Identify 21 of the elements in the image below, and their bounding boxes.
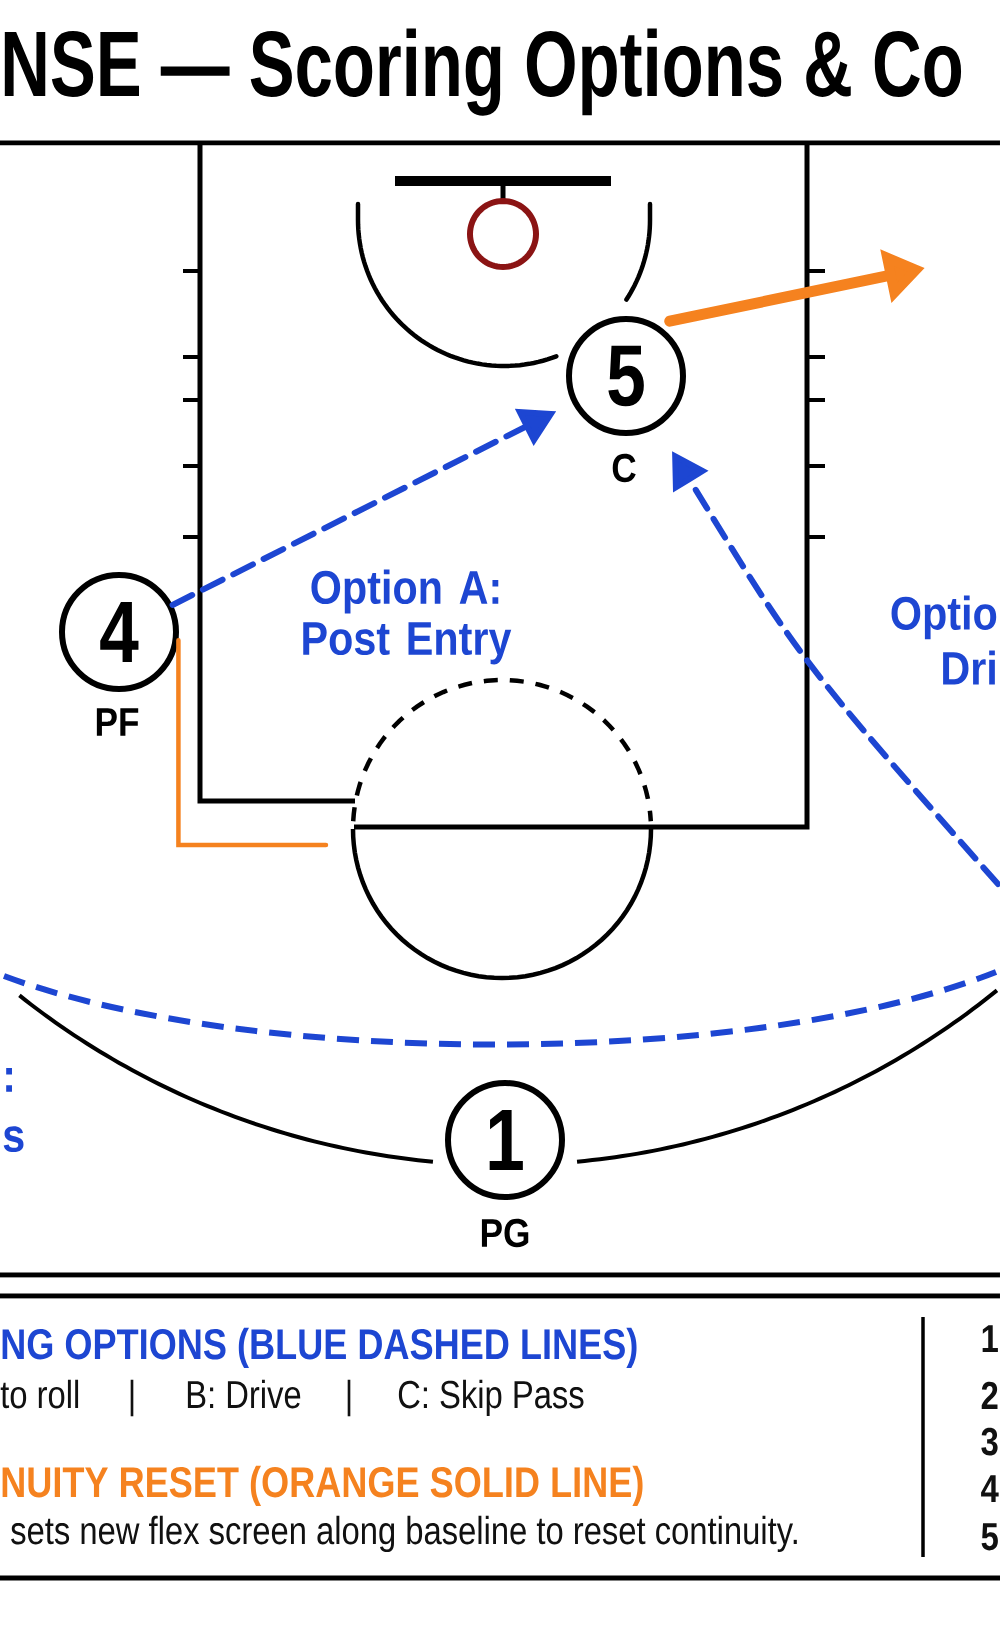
legend-text: sets new flex screen along baseline to reset continuity.: [11, 1515, 797, 1553]
legend-text: to roll: [0, 1379, 79, 1409]
list-number: 2: [981, 1381, 998, 1409]
list-number: 5: [981, 1523, 998, 1551]
position-label: C: [612, 453, 636, 483]
list-number: 3: [981, 1427, 998, 1456]
list-number: 4: [981, 1475, 999, 1502]
legend-text: C: Skip Pass: [398, 1379, 584, 1417]
legend-heading: NG OPTIONS (BLUE DASHED LINES): [2, 1327, 637, 1368]
legend-heading: NUITY RESET (ORANGE SOLID LINE): [2, 1465, 643, 1506]
option-label: Optio Dri: [891, 595, 997, 685]
title: NSE — Scoring Options & Co: [4, 28, 962, 116]
position-label: PF: [96, 708, 139, 736]
option-label: Option A: Post Entry: [303, 569, 512, 665]
path-line: [176, 638, 329, 848]
option-label: : s: [3, 1067, 24, 1153]
list-number: 1: [982, 1325, 998, 1352]
separator-text: |: [347, 1379, 351, 1417]
position-label: PG: [481, 1218, 529, 1248]
legend-text: B: Drive: [187, 1379, 301, 1409]
separator-text: |: [130, 1379, 134, 1417]
